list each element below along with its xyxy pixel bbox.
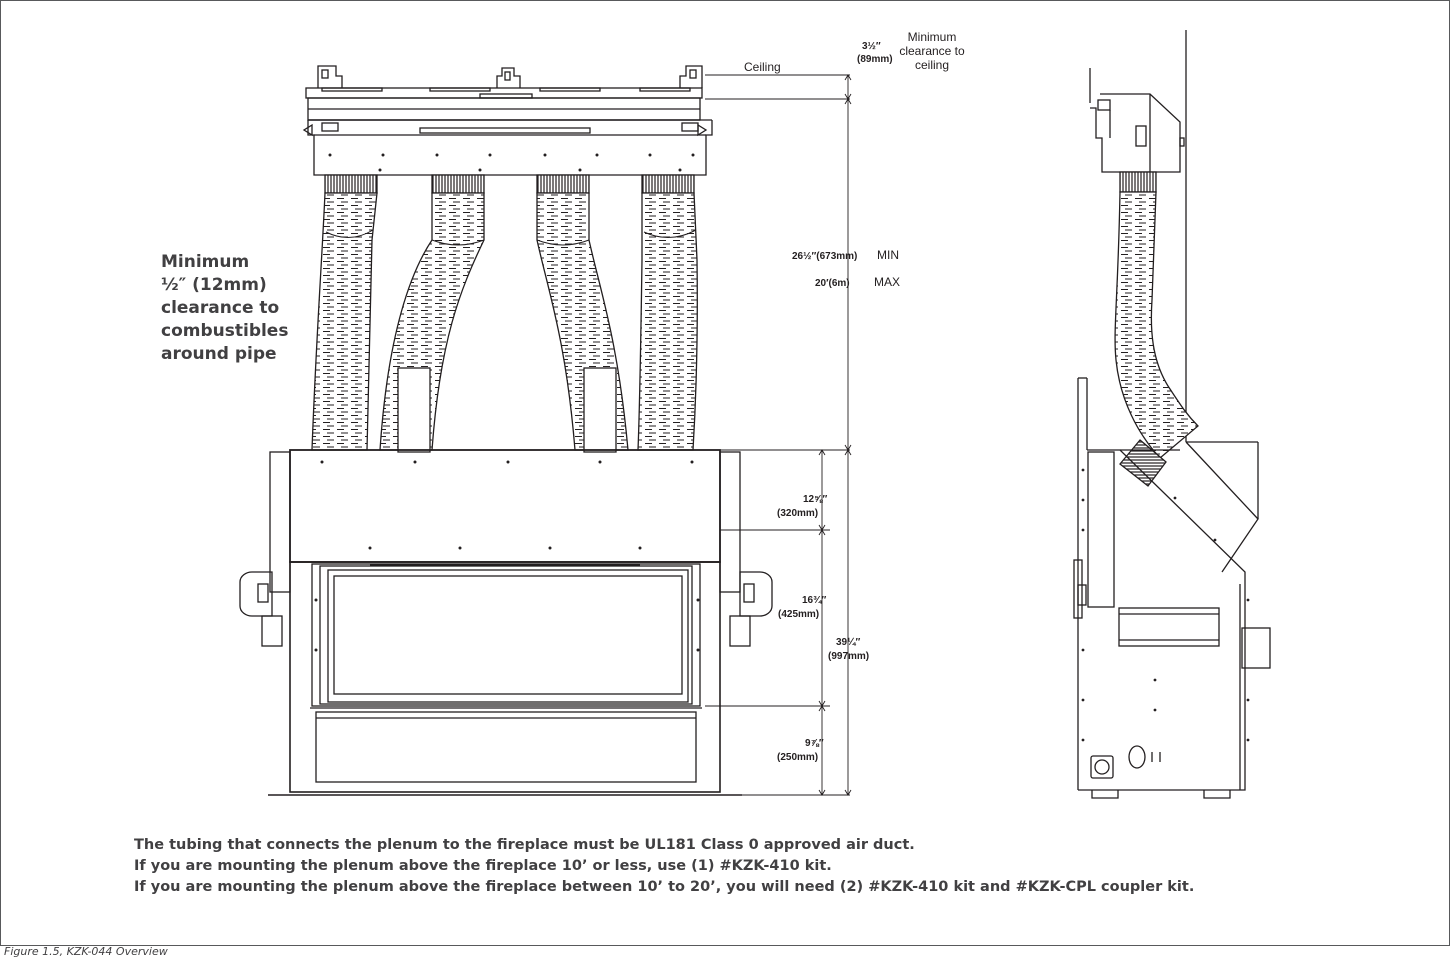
note-line: The tubing that connects the plenum to t… — [134, 837, 915, 853]
duct-max-value: 20′(6m) — [815, 278, 850, 289]
duct-min-suffix: MIN — [877, 248, 899, 262]
min-clearance-ceiling-line3: ceiling — [915, 58, 949, 72]
side-view — [1073, 30, 1271, 799]
pipe-clearance-line: clearance to — [161, 298, 280, 318]
note-line: If you are mounting the plenum above the… — [134, 879, 1195, 895]
inlet-posts — [397, 367, 617, 453]
pipe-clearance-line: ½″ (12mm) — [161, 275, 267, 295]
base-metric: (250mm) — [777, 752, 818, 763]
pipe-clearance-note: Minimum ½″ (12mm) clearance to combustib… — [161, 251, 361, 366]
dimension-text: Ceiling 3½″ (89mm) Minimum clearance to … — [744, 30, 965, 763]
min-clearance-ceiling-line1: Minimum — [908, 30, 957, 44]
fireplace-rivets — [314, 460, 700, 652]
pipe-clearance-line: around pipe — [161, 344, 277, 364]
upper-panel-imperial: 12⅝″ — [803, 494, 827, 505]
flex-ducts — [311, 174, 698, 451]
fireplace-front — [239, 449, 773, 796]
plenum-front — [302, 65, 713, 176]
side-view-rivets — [1081, 468, 1250, 742]
base-imperial: 9⅞″ — [805, 738, 824, 749]
plenum-rivets — [328, 153, 695, 172]
glass-metric: (425mm) — [778, 609, 819, 620]
top-gap-imperial: 3½″ — [862, 41, 881, 52]
min-clearance-ceiling-line2: clearance to — [899, 44, 965, 58]
ceiling-label: Ceiling — [744, 60, 781, 74]
upper-panel-metric: (320mm) — [777, 508, 818, 519]
duct-min-value: 26½″(673mm) — [792, 251, 857, 262]
pipe-clearance-line: combustibles — [161, 321, 289, 341]
overall-imperial: 39¼″ — [836, 637, 860, 648]
note-line: If you are mounting the plenum above the… — [134, 858, 832, 874]
installation-notes: The tubing that connects the plenum to t… — [134, 835, 1194, 898]
overall-metric: (997mm) — [828, 651, 869, 662]
glass-imperial: 16¾″ — [802, 595, 826, 606]
figure-caption: Figure 1.5, KZK-044 Overview — [4, 945, 168, 958]
duct-joins — [325, 229, 697, 246]
top-gap-metric: (89mm) — [857, 54, 893, 65]
dimension-lines — [705, 74, 852, 796]
pipe-clearance-line: Minimum — [161, 252, 250, 272]
duct-max-suffix: MAX — [874, 275, 900, 289]
